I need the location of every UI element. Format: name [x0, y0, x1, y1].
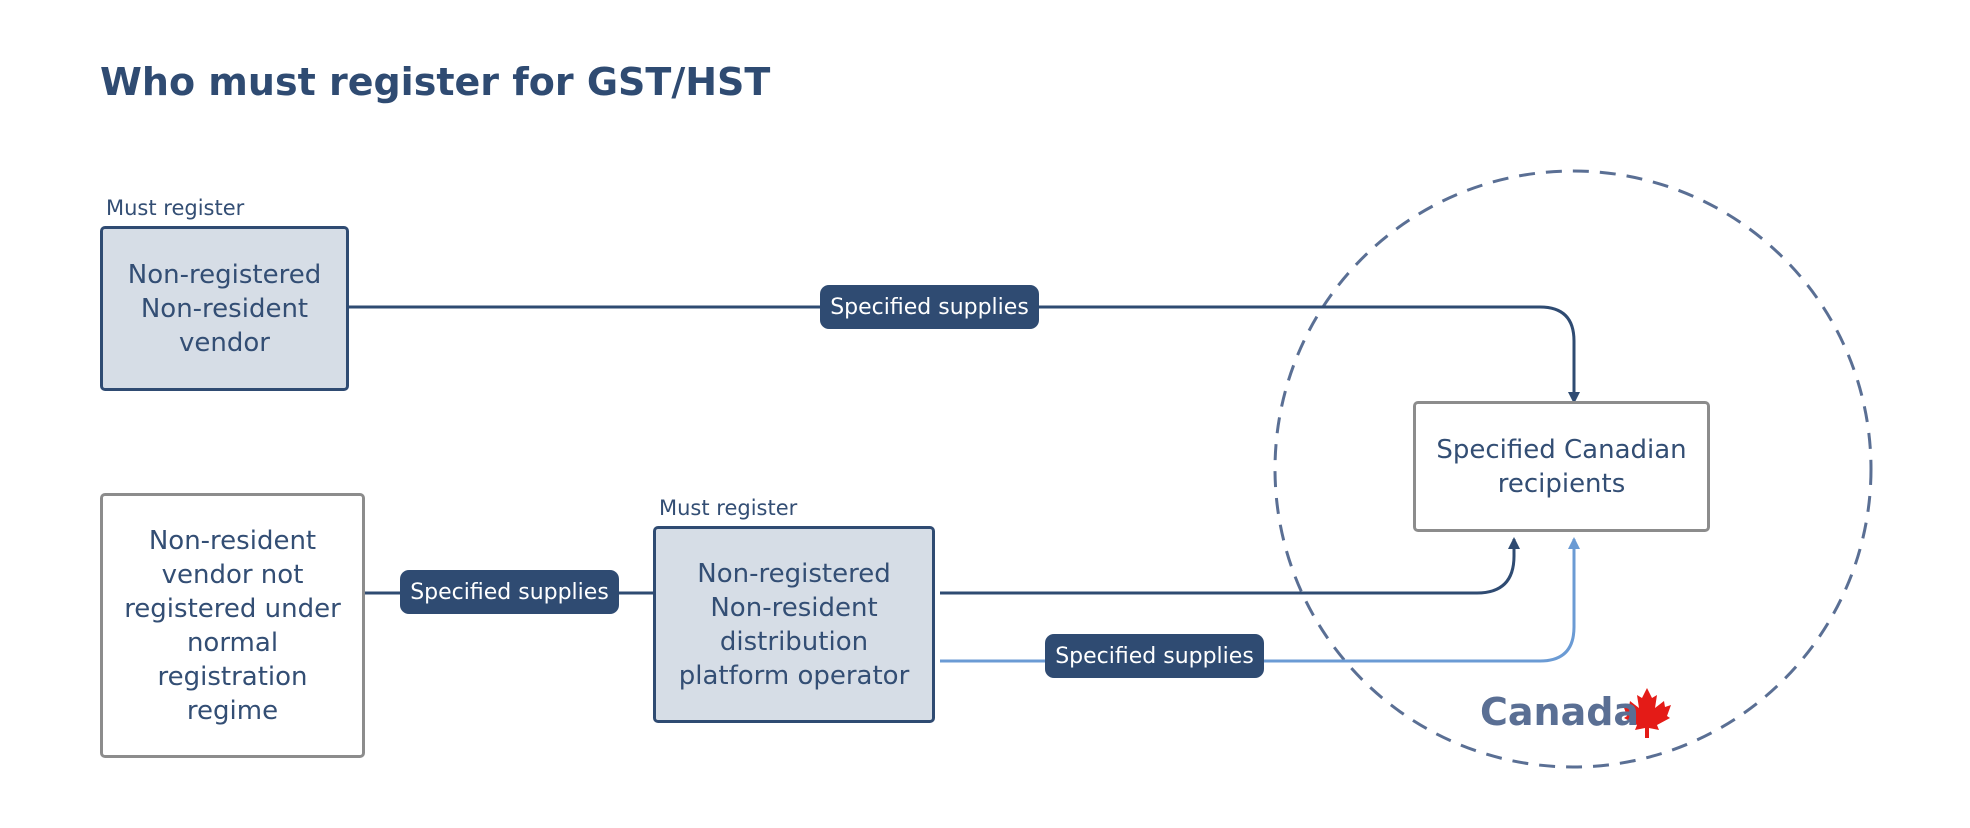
node-label: Non-resident vendor not registered under…	[124, 525, 341, 726]
node-vendor-not-registered[interactable]: Non-resident vendor not registered under…	[100, 493, 365, 758]
top-flow-line	[349, 305, 1580, 404]
canada-region-circle	[1273, 169, 1873, 769]
node-canadian-recipients[interactable]: Specified Canadian recipients	[1413, 401, 1710, 532]
node-platform-operator[interactable]: Non-registered Non-resident distribution…	[653, 526, 935, 723]
canada-region-label: Canada	[1480, 690, 1640, 734]
platform-light-flow-line	[940, 537, 1580, 663]
must-register-note-top: Must register	[106, 196, 245, 220]
edge-label-platform-light-flow: Specified supplies	[1045, 634, 1264, 678]
must-register-note-platform: Must register	[659, 496, 798, 520]
node-label: Non-registered Non-resident distribution…	[678, 558, 910, 691]
node-label: Specified Canadian recipients	[1436, 434, 1687, 499]
node-non-registered-vendor[interactable]: Non-registered Non-resident vendor	[100, 226, 349, 391]
page-title: Who must register for GST/HST	[100, 60, 771, 104]
node-label: Non-registered Non-resident vendor	[127, 259, 322, 358]
maple-leaf-icon	[1623, 688, 1671, 738]
edge-label-top-flow: Specified supplies	[820, 285, 1039, 329]
edge-label-vendor-to-platform: Specified supplies	[400, 570, 619, 614]
platform-dark-flow-line	[940, 537, 1520, 595]
